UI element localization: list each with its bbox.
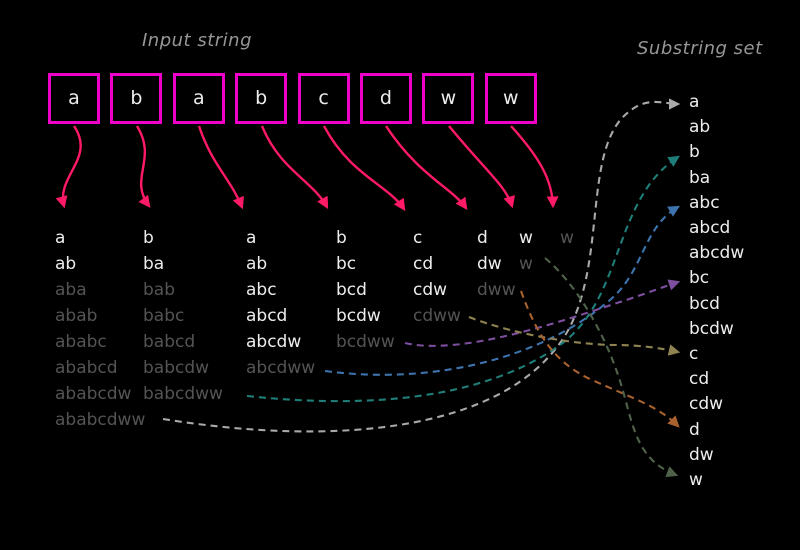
input-arrow-6 [384,125,468,210]
set-item: cd [689,369,710,390]
input-arrow-4 [260,125,329,210]
input-char-box-1: a [48,73,100,124]
input-char-box-3: a [172,73,225,124]
link-curve-dww-d [520,290,680,428]
set-item: ba [689,167,711,188]
substring-item: ab [246,254,268,274]
substring-set-title: Substring set [637,38,763,59]
input-arrow-1 [55,125,82,209]
set-item: abcdw [689,243,745,264]
suffix-column-3: a ab abc abcd abcdw abcdww [246,225,315,381]
substring-item-duplicate: ababcdw [55,384,132,404]
substring-item: bcdw [336,306,381,326]
set-item: abcd [689,218,731,239]
suffix-column-2: b ba bab babc babcd babcdw babcdww [143,225,223,407]
input-arrow-7 [448,125,515,209]
substring-item: ba [143,254,165,274]
input-arrow-2 [135,125,151,208]
substring-item: abcd [246,306,288,326]
set-item: b [689,142,700,163]
set-item: a [689,92,700,112]
substring-item-duplicate: dww [477,280,516,300]
link-curve-abcdww-abc [324,205,680,376]
substring-item: dw [477,254,502,274]
input-char-label: a [68,87,80,109]
input-char-label: a [192,87,205,109]
substring-item: w [519,228,533,248]
substring-item-duplicate: ababc [55,332,107,352]
suffix-column-6: d dw dww [477,225,516,303]
substring-item: cd [413,254,434,274]
input-char-box-4: b [235,73,288,124]
suffix-column-8: w [560,225,574,251]
set-item: ab [689,117,711,138]
input-char-box-5: c [297,73,350,124]
substring-item-duplicate: w [519,254,533,274]
input-char-label: w [440,87,457,109]
substring-item-duplicate: aba [55,280,87,300]
substring-item-duplicate: ababcd [55,358,118,378]
substring-item: d [477,228,488,248]
set-item: bcd [689,293,720,314]
substring-item-duplicate: w [560,228,574,248]
input-char-box-6: d [359,73,412,124]
input-char-box-7: w [422,73,475,124]
set-item: abc [689,192,720,213]
input-char-label: d [379,87,392,109]
substring-item: ab [55,254,77,274]
set-item: c [689,344,699,365]
input-char-label: c [318,87,329,109]
substring-item: bcd [336,280,367,300]
substring-item-duplicate: bcdww [336,332,395,352]
substring-item: bc [336,254,357,274]
substring-item: a [55,228,66,248]
substring-item-duplicate: cdww [413,306,461,326]
suffix-column-5: c cd cdw cdww [413,225,461,329]
link-curve-babcdww-b [246,155,680,403]
suffix-column-1: a ab aba abab ababc ababcd ababcdw ababcdww [55,225,145,433]
input-arrow-8 [510,125,559,209]
substring-item-duplicate: babcdww [143,384,223,404]
set-item: bcdw [689,318,734,339]
suffix-column-4: b bc bcd bcdw bcdww [336,225,395,355]
substring-item: b [143,228,154,248]
substring-item-duplicate: babc [143,306,185,326]
input-char-box-2: b [110,73,163,124]
link-curve-ww-w [544,257,679,478]
input-char-label: w [502,87,519,109]
substring-item-duplicate: abab [55,306,98,326]
input-char-box-8: w [484,73,537,124]
substring-set-list: a ab b ba abc abcd abcdw bc bcd bcdw c cd cdw d dw w [689,90,744,493]
set-item: bc [689,268,710,289]
substring-item-duplicate: babcd [143,332,196,352]
link-curve-bcdww-bc [404,279,681,347]
substring-item: cdw [413,280,448,300]
set-item: w [689,470,703,491]
substring-item-duplicate: babcdw [143,358,210,378]
substring-item: a [246,228,257,248]
substring-item: abcdw [246,332,302,352]
substring-item-duplicate: ababcdww [55,410,146,430]
input-arrow-5 [322,125,406,211]
input-char-label: b [255,87,268,109]
set-item: d [689,419,700,440]
substring-item-duplicate: bab [143,280,175,300]
substring-item-duplicate: abcdww [246,358,316,378]
substring-item: abc [246,280,277,300]
set-item: cdw [689,394,724,415]
input-string-title: Input string [142,30,253,51]
set-item: dw [689,444,714,465]
substring-item: b [336,228,347,248]
substring-item: c [413,228,423,248]
input-arrow-3 [197,125,244,210]
link-curve-cdww-c [468,316,681,356]
input-char-label: b [130,87,143,109]
